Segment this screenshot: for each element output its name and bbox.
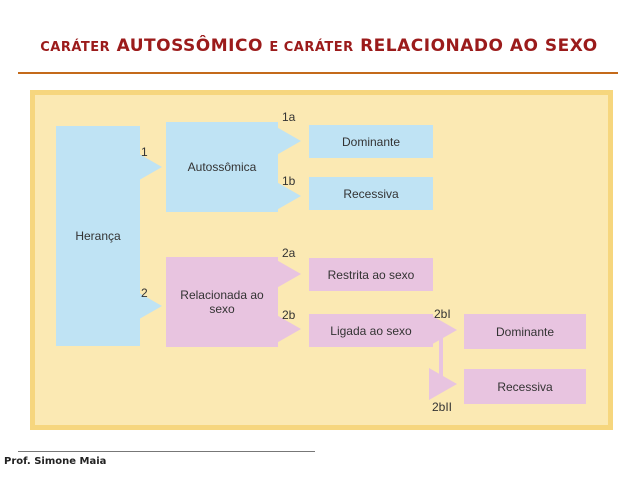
edge-label-1: 1 [141,145,148,159]
node-restrita: Restrita ao sexo [309,258,433,291]
title-part-1: CARÁTER [40,40,111,55]
edge-label-2a: 2a [282,246,296,260]
edge-label-1b: 1b [282,174,296,188]
arrow-ligada-recessiva [429,334,457,400]
edge-label-2b: 2b [282,308,296,322]
node-ligada: Ligada ao sexo [309,314,433,347]
edge-label-1a: 1a [282,110,296,124]
slide-title: CARÁTER AUTOSSÔMICO E CARÁTER RELACIONAD… [0,36,638,56]
node-relacionada: Relacionada ao sexo [166,257,278,347]
edge-label-2bI: 2bI [434,307,451,321]
title-part-3: E CARÁTER [269,40,354,55]
node-heranca: Herança [56,126,140,346]
title-part-4: RELACIONADO AO SEXO [360,36,598,56]
node-dominante-ligada: Dominante [464,314,586,349]
author-name: Prof. Simone Maia [4,456,107,467]
node-autossomica: Autossômica [166,122,278,212]
edge-label-2: 2 [141,286,148,300]
edge-label-2bII: 2bII [432,400,453,414]
title-part-2: AUTOSSÔMICO [116,36,263,56]
node-recessiva-autossomica: Recessiva [309,177,433,210]
node-dominante-autossomica: Dominante [309,125,433,158]
title-underline [18,72,618,74]
footer-rule [18,451,315,452]
node-recessiva-ligada: Recessiva [464,369,586,404]
